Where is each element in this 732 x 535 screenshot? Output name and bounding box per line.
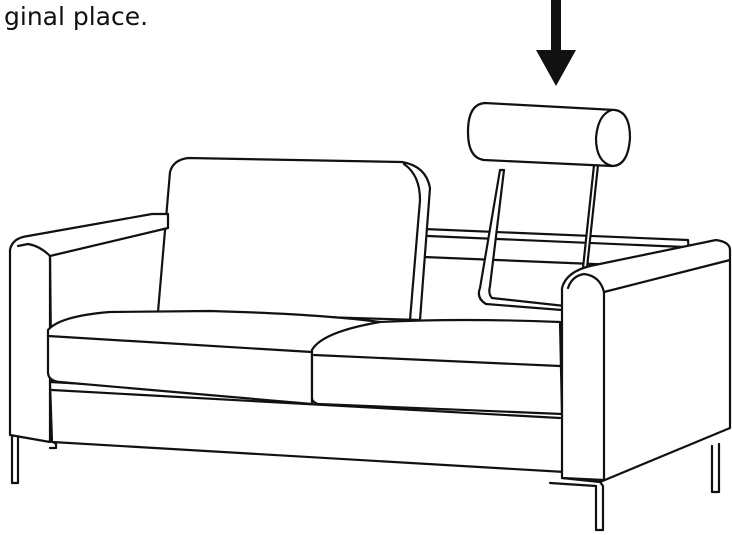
sofa-legs <box>12 437 719 530</box>
right-armrest <box>562 240 730 482</box>
right-seat-cushion <box>312 320 562 414</box>
left-seat-cushion <box>48 311 380 404</box>
instruction-text: ginal place. <box>4 2 149 31</box>
headrest <box>468 103 630 310</box>
back-cushion <box>158 158 430 320</box>
down-arrow-icon <box>536 0 576 86</box>
